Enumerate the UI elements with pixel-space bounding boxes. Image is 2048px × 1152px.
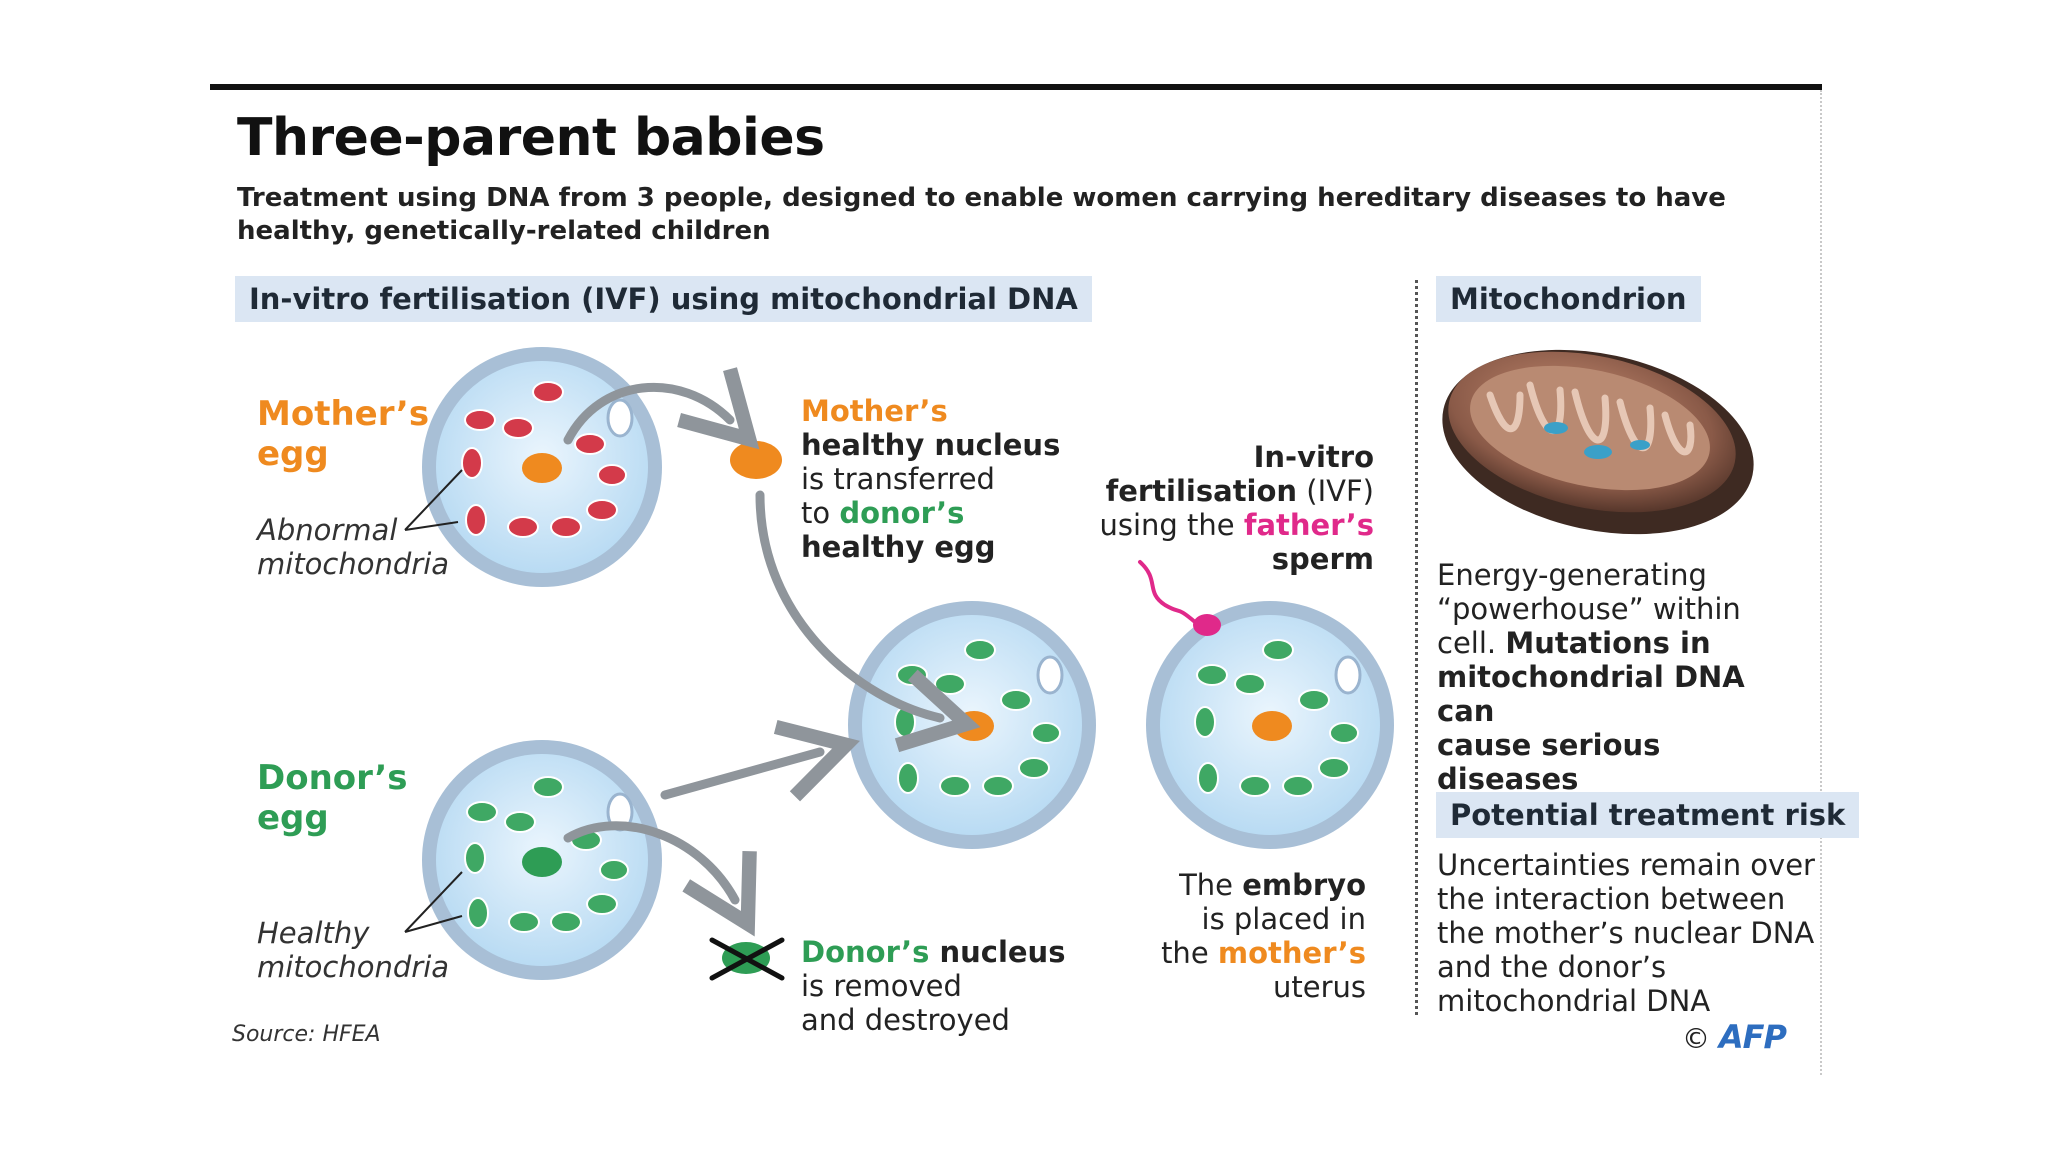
- afp-logo: AFP: [1718, 1018, 1787, 1056]
- process-arrows: [563, 367, 981, 937]
- abnormal-mitochondria-label: Abnormal mitochondria: [257, 513, 450, 581]
- healthy-mitochondria-label: Healthy mitochondria: [257, 916, 450, 984]
- mothers-egg-cell: [422, 347, 662, 587]
- page-title: Three-parent babies: [237, 108, 825, 168]
- donors-egg-label: Donor’s egg: [257, 758, 408, 838]
- section-mitochondrion-label: Mitochondrion: [1436, 276, 1701, 322]
- reconstructed-egg-cell: [848, 601, 1096, 849]
- ivf-fathers-sperm-text: In-vitro fertilisation (IVF) using the f…: [1099, 440, 1374, 576]
- mothers-nucleus: [522, 453, 562, 483]
- embryo-placement-text: The embryo is placed in the mother’s ute…: [1161, 868, 1366, 1004]
- mitochondrion-description: Energy-generating “powerhouse” within ce…: [1437, 558, 1745, 796]
- mitochondrion-illustration: [1442, 349, 1754, 535]
- transferred-nucleus: [730, 441, 782, 479]
- donors-nucleus: [522, 847, 562, 877]
- arrow-remove-nucleus: [563, 821, 757, 937]
- arrow-extract-nucleus: [563, 367, 760, 450]
- section-divider: [1415, 280, 1418, 1015]
- section-ivf-label: In-vitro fertilisation (IVF) using mitoc…: [235, 276, 1092, 322]
- mothers-egg-label: Mother’s egg: [257, 394, 430, 474]
- top-rule: [210, 84, 1822, 90]
- fathers-sperm-icon: [1138, 560, 1221, 636]
- afp-credit: © AFP: [1682, 1018, 1787, 1056]
- risk-description: Uncertainties remain over the interactio…: [1437, 848, 1815, 1018]
- section-risk-label: Potential treatment risk: [1436, 792, 1860, 838]
- source-credit: Source: HFEA: [232, 1022, 381, 1047]
- page-subtitle: Treatment using DNA from 3 people, desig…: [237, 183, 1726, 246]
- right-border: [1820, 90, 1822, 1075]
- arrow-donor-to-new-egg: [660, 719, 861, 802]
- arrow-transfer-nucleus: [755, 490, 981, 753]
- abnormal-mitochondria: [461, 381, 627, 538]
- embryo-cell: [1146, 601, 1394, 849]
- destroyed-nucleus-icon: [709, 937, 785, 981]
- nucleus-transfer-text: Mother’s healthy nucleus is transferred …: [801, 394, 1061, 564]
- nucleus-removed-text: Donor’s nucleus is removed and destroyed: [801, 935, 1066, 1037]
- donors-egg-cell: [422, 740, 662, 980]
